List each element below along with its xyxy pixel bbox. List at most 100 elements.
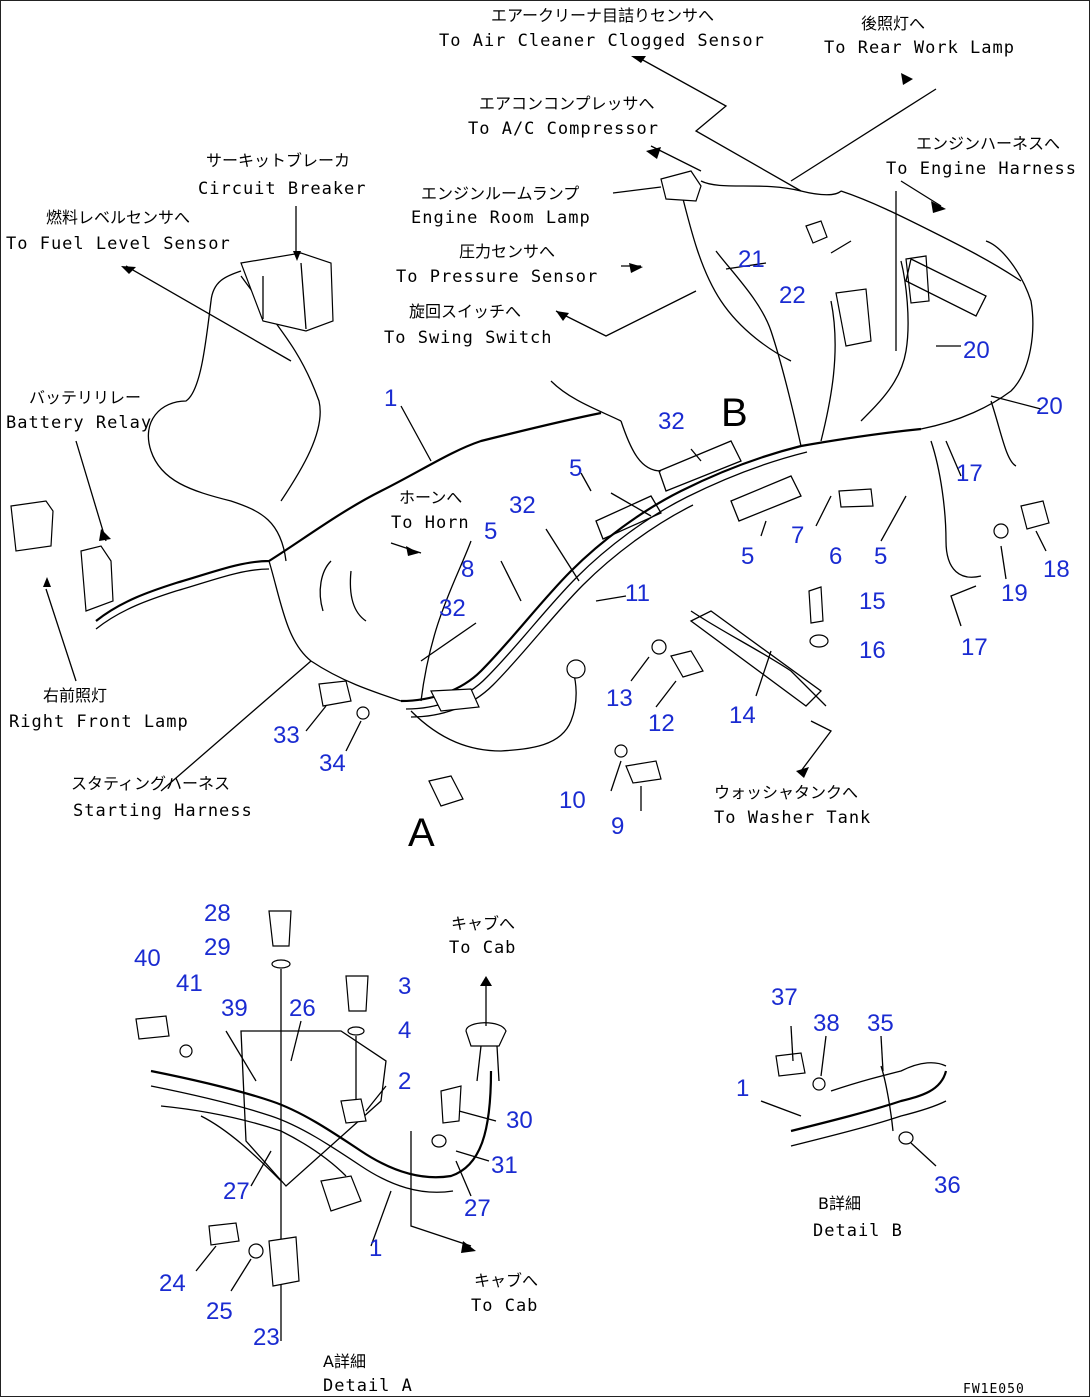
pressure-en: To Pressure Sensor (396, 267, 598, 287)
clamp-2 (340, 1098, 367, 1124)
ac-jp: エアコンコンプレッサへ (479, 94, 655, 113)
callout-13: 13 (606, 685, 633, 712)
engine-harness-jp: エンジンハーネスへ (916, 134, 1060, 153)
callout-17-b: 17 (961, 634, 988, 661)
engine-harness-en: To Engine Harness (886, 159, 1077, 179)
view-a-letter: A (408, 811, 435, 855)
callout-31: 31 (491, 1152, 518, 1179)
rear-lamp-jp: 後照灯へ (861, 14, 925, 33)
components (10, 170, 1050, 807)
callout-12: 12 (648, 710, 675, 737)
rear-lamp-en: To Rear Work Lamp (824, 38, 1015, 58)
callout-32-a: 32 (658, 408, 685, 435)
callout-19: 19 (1001, 580, 1028, 607)
callout-32-b: 32 (509, 492, 536, 519)
callout-20-b: 20 (1036, 393, 1063, 420)
part-9 (625, 760, 662, 784)
callout-29: 29 (204, 934, 231, 961)
view-a-arrow (428, 775, 464, 807)
battery-relay-jp: バッテリリレー (29, 388, 141, 407)
view-b-letter: B (721, 391, 748, 435)
washer-en: To Washer Tank (714, 808, 871, 828)
circuit-breaker-box (240, 252, 334, 332)
callout-11: 11 (625, 580, 650, 607)
washer-41 (179, 1044, 193, 1058)
callout-22: 22 (779, 282, 806, 309)
ac-en: To A/C Compressor (468, 119, 659, 139)
callout-5-d: 5 (874, 543, 887, 570)
part-18 (1020, 500, 1050, 530)
air-cleaner-en: To Air Cleaner Clogged Sensor (439, 31, 765, 51)
clamp-23 (268, 1236, 300, 1287)
detail-a-drawing (135, 910, 507, 1341)
grommet (566, 659, 586, 679)
to-cab-top-jp: キャブへ (451, 914, 515, 933)
engine-room-lamp (660, 170, 702, 202)
circuit-breaker-en: Circuit Breaker (198, 179, 367, 199)
detail-b-en: Detail B (813, 1221, 903, 1241)
callout-20-a: 20 (963, 337, 990, 364)
washer-4 (347, 1026, 365, 1036)
callout-25: 25 (206, 1298, 233, 1325)
to-cab-bottom-jp: キャブへ (474, 1271, 538, 1290)
part-19 (993, 523, 1009, 539)
fuel-level-jp: 燃料レベルセンサへ (46, 208, 190, 227)
callout-40: 40 (134, 945, 161, 972)
text-labels: エアークリーナ目詰りセンサへ To Air Cleaner Clogged Se… (6, 6, 1077, 1396)
callout-32-c: 32 (439, 595, 466, 622)
part-34 (356, 706, 370, 720)
callout-4: 4 (398, 1017, 411, 1044)
swing-jp: 旋回スイッチへ (409, 302, 521, 321)
callout-33: 33 (273, 722, 300, 749)
part-13 (651, 639, 667, 655)
bolt-24 (208, 1222, 240, 1246)
callout-30: 30 (506, 1107, 533, 1134)
callout-18: 18 (1043, 556, 1070, 583)
to-cab-top-en: To Cab (449, 938, 516, 958)
bolt-15 (808, 586, 824, 624)
callout-26: 26 (289, 995, 316, 1022)
callout-38: 38 (813, 1010, 840, 1037)
callout-35: 35 (867, 1010, 894, 1037)
washer-29 (271, 959, 291, 969)
horn-en: To Horn (391, 513, 470, 533)
washer-16 (809, 634, 829, 648)
callout-27-a: 27 (223, 1178, 250, 1205)
cab-grommet (465, 1022, 507, 1047)
starting-harness-en: Starting Harness (73, 801, 253, 821)
washer-38 (812, 1077, 826, 1091)
bolt-30 (440, 1085, 462, 1124)
callout-1-main: 1 (384, 385, 397, 412)
callout-34: 34 (319, 750, 346, 777)
main-harness-lines (95, 180, 1034, 752)
callout-numbers: 1 1 1 2 3 4 5 5 5 5 6 7 8 9 10 11 12 13 … (134, 246, 1070, 1351)
callout-23: 23 (253, 1324, 280, 1351)
nut-36 (898, 1131, 914, 1145)
circuit-breaker-jp: サーキットブレーカ (206, 151, 350, 170)
to-cab-bottom-en: To Cab (471, 1296, 538, 1316)
battery-relay-box (10, 500, 54, 552)
callout-8: 8 (461, 556, 474, 583)
callout-28: 28 (204, 900, 231, 927)
callout-14: 14 (729, 702, 756, 729)
callout-37: 37 (771, 984, 798, 1011)
swing-en: To Swing Switch (384, 328, 553, 348)
leader-lines (45, 58, 1047, 811)
washer-25 (248, 1243, 264, 1259)
callout-7: 7 (791, 522, 804, 549)
washer-jp: ウォッシャタンクへ (714, 783, 858, 802)
washer-31 (431, 1134, 447, 1148)
callout-21: 21 (738, 246, 765, 273)
callout-27-b: 27 (464, 1195, 491, 1222)
engine-room-en: Engine Room Lamp (411, 208, 591, 228)
fuel-level-en: To Fuel Level Sensor (6, 234, 231, 254)
callout-3: 3 (398, 973, 411, 1000)
pressure-jp: 圧力センサへ (459, 242, 555, 261)
battery-relay-en: Battery Relay (6, 413, 152, 433)
part-33 (318, 680, 352, 707)
part-10 (614, 744, 628, 758)
callout-10: 10 (559, 787, 586, 814)
callout-5-a: 5 (569, 455, 582, 482)
